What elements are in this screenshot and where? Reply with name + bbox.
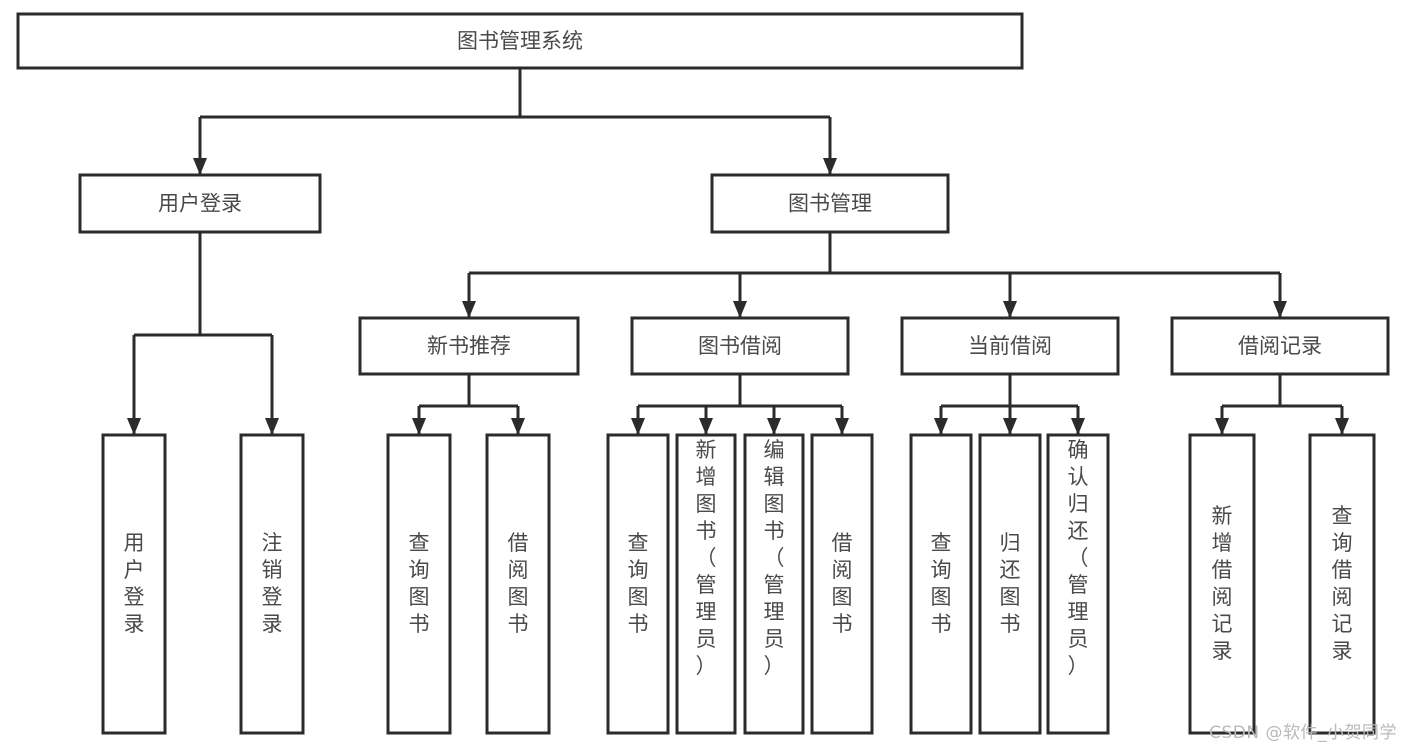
node-book-manage[interactable]: 图书管理 xyxy=(710,173,950,234)
node-box-leaf-edit-book xyxy=(743,433,805,735)
arrow-head-icon xyxy=(835,418,849,435)
node-label-user-login: 用户登录 xyxy=(158,192,242,216)
arrow-head-icon xyxy=(767,418,781,435)
node-label-book-manage: 图书管理 xyxy=(788,192,872,216)
node-leaf-query-borrow-record[interactable]: 查询借阅记录 xyxy=(1308,433,1376,735)
node-box-leaf-borrow-book-rec xyxy=(485,433,551,735)
node-label-leaf-add-book: 新增图书（管理员） xyxy=(696,438,717,678)
arrow-head-icon xyxy=(1071,418,1085,435)
node-label-book-borrow: 图书借阅 xyxy=(698,334,782,358)
node-leaf-query-book-cur[interactable]: 查询图书 xyxy=(909,433,973,735)
node-box-leaf-add-borrow-record xyxy=(1188,433,1256,735)
node-label-current-borrow: 当前借阅 xyxy=(968,334,1052,358)
node-box-leaf-return-book xyxy=(978,433,1042,735)
node-box-leaf-query-borrow-record xyxy=(1308,433,1376,735)
node-box-root xyxy=(16,12,1024,70)
arrow-head-icon xyxy=(823,158,837,175)
node-box-book-manage xyxy=(710,173,950,234)
arrow-head-icon xyxy=(1273,301,1287,318)
node-box-leaf-query-book-cur xyxy=(909,433,973,735)
arrow-head-icon xyxy=(631,418,645,435)
node-leaf-user-login[interactable]: 用户登录 xyxy=(101,433,167,735)
node-leaf-borrow-book[interactable]: 借阅图书 xyxy=(810,433,874,735)
node-leaf-query-book-borrow[interactable]: 查询图书 xyxy=(606,433,670,735)
node-user-login[interactable]: 用户登录 xyxy=(78,173,322,234)
node-box-borrow-record xyxy=(1170,316,1390,376)
node-label-leaf-borrow-book-rec: 借阅图书 xyxy=(508,531,529,636)
node-leaf-borrow-book-rec[interactable]: 借阅图书 xyxy=(485,433,551,735)
node-leaf-confirm-return[interactable]: 确认归还（管理员） xyxy=(1046,433,1110,735)
node-box-user-login xyxy=(78,173,322,234)
node-label-leaf-query-book-rec: 查询图书 xyxy=(409,531,430,636)
arrow-head-icon xyxy=(1215,418,1229,435)
node-label-leaf-return-book: 归还图书 xyxy=(1000,531,1021,636)
node-label-leaf-borrow-book: 借阅图书 xyxy=(832,531,853,636)
node-box-leaf-borrow-book xyxy=(810,433,874,735)
node-label-leaf-user-login: 用户登录 xyxy=(124,531,145,636)
node-leaf-edit-book[interactable]: 编辑图书（管理员） xyxy=(743,433,805,735)
node-box-leaf-logout xyxy=(239,433,305,735)
node-book-borrow[interactable]: 图书借阅 xyxy=(630,316,850,376)
node-leaf-return-book[interactable]: 归还图书 xyxy=(978,433,1042,735)
node-box-new-book-recommend xyxy=(358,316,580,376)
arrow-head-icon xyxy=(934,418,948,435)
node-label-leaf-query-book-borrow: 查询图书 xyxy=(628,531,649,636)
arrow-head-icon xyxy=(265,418,279,435)
arrow-head-icon xyxy=(1003,301,1017,318)
node-box-leaf-add-book xyxy=(675,433,737,735)
node-box-leaf-query-book-rec xyxy=(386,433,452,735)
node-current-borrow[interactable]: 当前借阅 xyxy=(900,316,1120,376)
node-box-current-borrow xyxy=(900,316,1120,376)
connectors-layer xyxy=(127,68,1349,435)
node-label-leaf-confirm-return: 确认归还（管理员） xyxy=(1068,438,1089,678)
watermark-text: CSDN @软件_小贺同学 xyxy=(1209,723,1397,743)
arrow-head-icon xyxy=(193,158,207,175)
nodes-layer: 图书管理系统用户登录图书管理新书推荐图书借阅当前借阅借阅记录用户登录注销登录查询… xyxy=(16,12,1390,735)
node-leaf-logout[interactable]: 注销登录 xyxy=(239,433,305,735)
arrow-head-icon xyxy=(412,418,426,435)
node-label-leaf-query-borrow-record: 查询借阅记录 xyxy=(1332,504,1353,663)
node-label-borrow-record: 借阅记录 xyxy=(1238,334,1322,358)
arrow-head-icon xyxy=(1003,418,1017,435)
node-label-leaf-add-borrow-record: 新增借阅记录 xyxy=(1212,504,1233,663)
arrow-head-icon xyxy=(1335,418,1349,435)
node-box-leaf-query-book-borrow xyxy=(606,433,670,735)
arrow-head-icon xyxy=(699,418,713,435)
arrow-head-icon xyxy=(511,418,525,435)
node-leaf-query-book-rec[interactable]: 查询图书 xyxy=(386,433,452,735)
node-box-book-borrow xyxy=(630,316,850,376)
node-leaf-add-borrow-record[interactable]: 新增借阅记录 xyxy=(1188,433,1256,735)
node-label-new-book-recommend: 新书推荐 xyxy=(427,334,511,358)
node-root[interactable]: 图书管理系统 xyxy=(16,12,1024,70)
arrow-head-icon xyxy=(462,301,476,318)
node-label-leaf-edit-book: 编辑图书（管理员） xyxy=(764,438,785,678)
node-leaf-add-book[interactable]: 新增图书（管理员） xyxy=(675,433,737,735)
arrow-head-icon xyxy=(733,301,747,318)
node-box-leaf-confirm-return xyxy=(1046,433,1110,735)
arrow-head-icon xyxy=(127,418,141,435)
node-label-leaf-logout: 注销登录 xyxy=(262,531,283,636)
node-borrow-record[interactable]: 借阅记录 xyxy=(1170,316,1390,376)
node-new-book-recommend[interactable]: 新书推荐 xyxy=(358,316,580,376)
node-label-leaf-query-book-cur: 查询图书 xyxy=(931,531,952,636)
node-label-root: 图书管理系统 xyxy=(457,29,583,53)
node-box-leaf-user-login xyxy=(101,433,167,735)
